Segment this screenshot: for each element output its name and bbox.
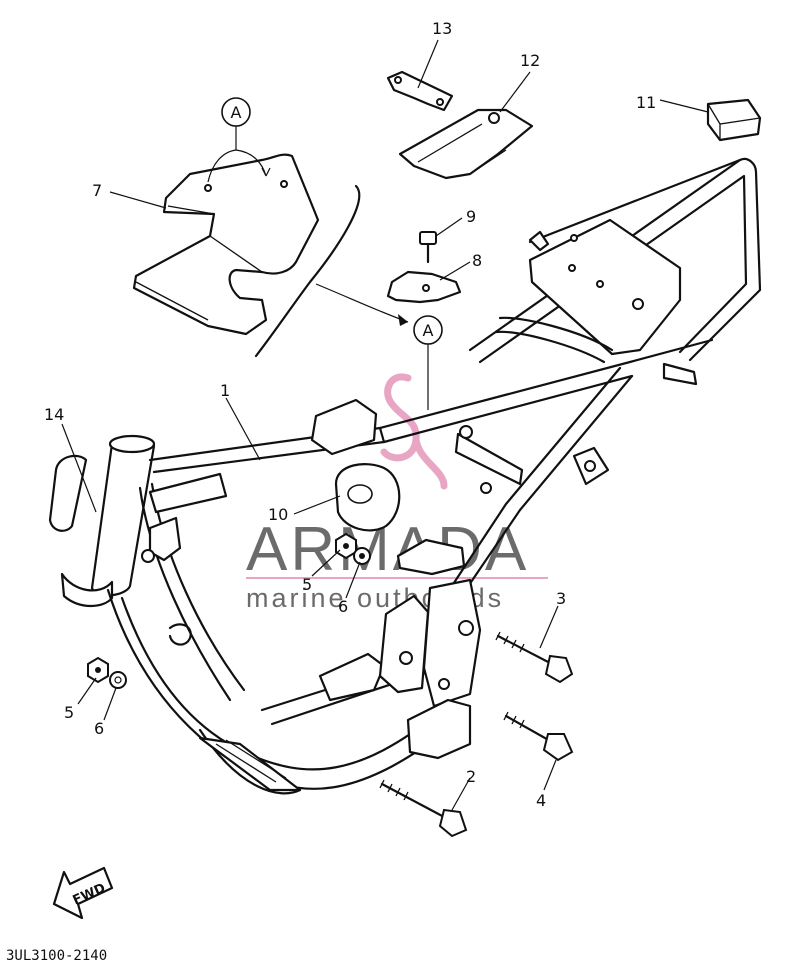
ref-marker-a-top: A	[207, 97, 271, 183]
part-3-bolt	[495, 631, 574, 684]
part-8-bracket	[386, 270, 462, 304]
callout-labels: 13 12 11 7 9 8 1 14 10 5 6 5 6 3 4 2	[44, 19, 656, 810]
part-1-frame	[60, 157, 762, 795]
part-4-bolt	[503, 711, 574, 762]
ref-marker-a-frame: A	[413, 315, 443, 410]
callout-13: 13	[432, 19, 452, 38]
part-7-reference-line	[254, 184, 361, 358]
callout-5-upper: 5	[302, 575, 312, 594]
part-6-washer-lower	[109, 671, 127, 689]
callout-9: 9	[466, 207, 476, 226]
part-10-damper	[334, 463, 401, 532]
part-2-bolt	[379, 779, 468, 838]
part-9-bolt	[419, 231, 437, 264]
part-5-nut-upper	[335, 532, 357, 560]
callout-6-lower: 6	[94, 719, 104, 738]
callout-4: 4	[536, 791, 546, 810]
callout-10: 10	[268, 505, 288, 524]
callout-1: 1	[220, 381, 230, 400]
part-12-cover	[398, 108, 534, 180]
part-7-seat-sheet	[132, 153, 320, 336]
callout-11: 11	[636, 93, 656, 112]
drawing-code: 3UL3100-2140	[6, 948, 107, 964]
svg-text:A: A	[231, 103, 242, 122]
callout-7: 7	[92, 181, 102, 200]
callout-14: 14	[44, 405, 64, 424]
callout-5-lower: 5	[64, 703, 74, 722]
fwd-arrow: FWD	[52, 866, 114, 920]
watermark-logo-mark	[380, 373, 448, 490]
callout-8: 8	[472, 251, 482, 270]
part-13-clip	[386, 70, 454, 112]
callout-12: 12	[520, 51, 540, 70]
svg-text:A: A	[423, 321, 434, 340]
part-5-nut-lower	[87, 656, 109, 684]
part-14-protector	[48, 454, 88, 532]
callout-6-upper: 6	[338, 597, 348, 616]
part-11-rubber-block	[706, 98, 762, 142]
part-7-arrow-head	[398, 314, 408, 326]
callout-3: 3	[556, 589, 566, 608]
callout-2: 2	[466, 767, 476, 786]
part-6-washer-upper	[353, 547, 371, 565]
leader-lines	[61, 39, 709, 811]
